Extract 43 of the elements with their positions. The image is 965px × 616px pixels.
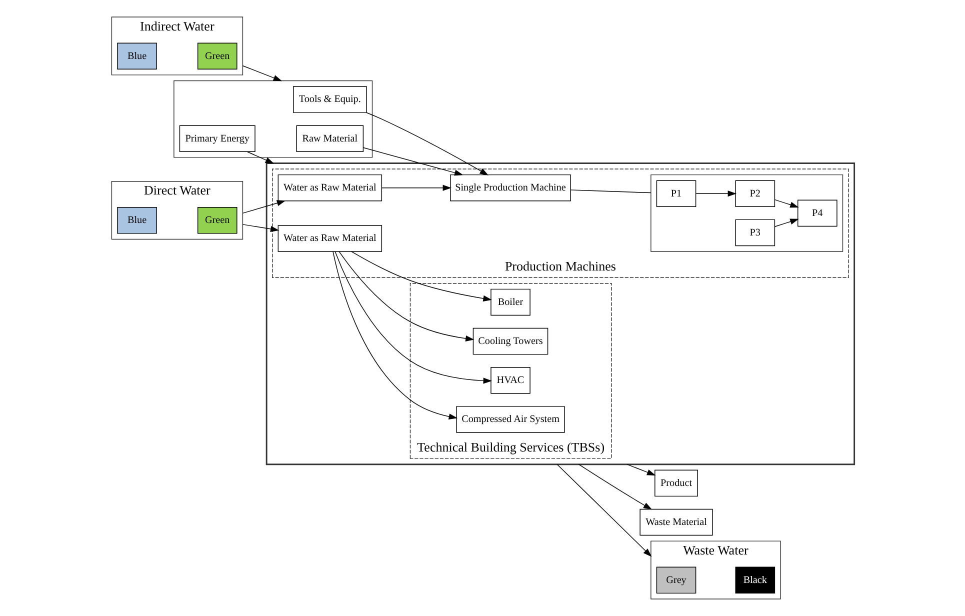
arrow bbox=[242, 224, 279, 232]
node-box: Product bbox=[654, 470, 698, 497]
node-box: Water as Raw Material bbox=[277, 225, 382, 252]
node-box: Compressed Air System bbox=[456, 406, 564, 433]
cluster bbox=[173, 80, 372, 158]
cluster bbox=[650, 174, 843, 252]
arrow bbox=[556, 464, 652, 557]
node-box: Boiler bbox=[490, 288, 530, 316]
arrow bbox=[338, 251, 474, 342]
node-box: Green bbox=[196, 42, 237, 70]
node-box: Single Production Machine bbox=[450, 174, 570, 202]
node-box: Raw Material bbox=[296, 125, 364, 152]
arrow bbox=[242, 65, 282, 82]
cluster bbox=[265, 162, 855, 466]
arrow bbox=[774, 199, 798, 208]
node-box: HVAC bbox=[490, 366, 530, 394]
connector bbox=[570, 190, 651, 194]
node-box: Black bbox=[734, 566, 775, 594]
node-box: Blue bbox=[116, 207, 156, 234]
node-box: Primary Energy bbox=[178, 125, 255, 152]
node-box: P3 bbox=[734, 219, 775, 246]
arrow bbox=[774, 218, 798, 228]
node-box: P4 bbox=[797, 200, 837, 227]
node-box: P1 bbox=[656, 180, 696, 208]
arrow bbox=[366, 112, 488, 176]
node-box: Blue bbox=[116, 42, 156, 70]
arrow bbox=[350, 251, 492, 302]
arrow bbox=[332, 251, 458, 420]
arrow bbox=[362, 147, 463, 176]
arrow bbox=[626, 464, 656, 476]
node-box: Tools & Equip. bbox=[292, 86, 366, 113]
arrow bbox=[246, 151, 274, 164]
node-box: Grey bbox=[656, 566, 696, 594]
node-box: Waste Material bbox=[639, 508, 712, 536]
node-box: P2 bbox=[734, 180, 775, 208]
arrow bbox=[334, 251, 492, 384]
arrow bbox=[695, 190, 736, 197]
arrow bbox=[242, 200, 286, 214]
node-box: Cooling Towers bbox=[472, 328, 548, 355]
arrow bbox=[578, 464, 652, 510]
arrow bbox=[380, 184, 451, 191]
node-box: Water as Raw Material bbox=[277, 174, 382, 202]
node-box: Green bbox=[196, 207, 237, 234]
